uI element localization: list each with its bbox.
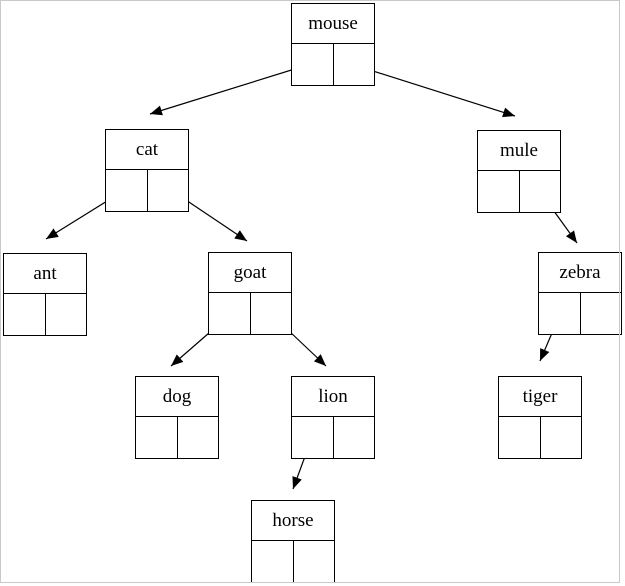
- right-pointer-cell: [294, 541, 335, 582]
- pointer-cells: [292, 417, 374, 458]
- pointer-cells: [292, 44, 374, 85]
- right-pointer-cell: [148, 170, 189, 211]
- tree-node-mule: mule: [477, 130, 561, 213]
- left-pointer-cell: [252, 541, 294, 582]
- tree-node-zebra: zebra: [538, 252, 622, 335]
- tree-node-ant: ant: [3, 253, 87, 336]
- node-label-ant: ant: [4, 254, 86, 294]
- tree-node-tiger: tiger: [498, 376, 582, 459]
- right-pointer-cell: [178, 417, 219, 458]
- pointer-cells: [252, 541, 334, 582]
- tree-node-mouse: mouse: [291, 3, 375, 86]
- pointer-cells: [209, 293, 291, 334]
- right-pointer-cell: [46, 294, 87, 335]
- left-pointer-cell: [209, 293, 251, 334]
- node-label-lion: lion: [292, 377, 374, 417]
- right-pointer-cell: [581, 293, 622, 334]
- node-label-goat: goat: [209, 253, 291, 293]
- edge-mouse-right-mule: [350, 63, 516, 118]
- pointer-cells: [478, 171, 560, 212]
- pointer-cells: [499, 417, 581, 458]
- pointer-cells: [539, 293, 621, 334]
- tree-node-horse: horse: [251, 500, 335, 583]
- node-label-cat: cat: [106, 130, 188, 170]
- right-pointer-cell: [520, 171, 561, 212]
- edge-mouse-left-cat: [149, 62, 315, 116]
- pointer-cells: [106, 170, 188, 211]
- node-label-mouse: mouse: [292, 4, 374, 44]
- pointer-cells: [4, 294, 86, 335]
- right-pointer-cell: [334, 417, 375, 458]
- right-pointer-cell: [334, 44, 375, 85]
- left-pointer-cell: [4, 294, 46, 335]
- tree-node-dog: dog: [135, 376, 219, 459]
- node-label-tiger: tiger: [499, 377, 581, 417]
- pointer-cells: [136, 417, 218, 458]
- left-pointer-cell: [478, 171, 520, 212]
- tree-node-cat: cat: [105, 129, 189, 212]
- left-pointer-cell: [499, 417, 541, 458]
- tree-node-goat: goat: [208, 252, 292, 335]
- node-label-horse: horse: [252, 501, 334, 541]
- node-label-dog: dog: [136, 377, 218, 417]
- left-pointer-cell: [539, 293, 581, 334]
- left-pointer-cell: [292, 417, 334, 458]
- node-label-zebra: zebra: [539, 253, 621, 293]
- right-pointer-cell: [251, 293, 292, 334]
- tree-node-lion: lion: [291, 376, 375, 459]
- node-label-mule: mule: [478, 131, 560, 171]
- left-pointer-cell: [106, 170, 148, 211]
- left-pointer-cell: [136, 417, 178, 458]
- left-pointer-cell: [292, 44, 334, 85]
- right-pointer-cell: [541, 417, 582, 458]
